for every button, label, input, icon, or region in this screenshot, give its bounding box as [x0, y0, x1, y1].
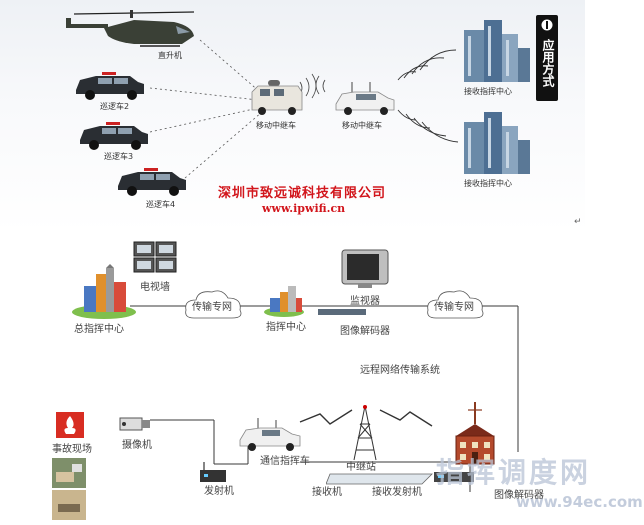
comm-vehicle-icon — [239, 418, 301, 451]
accident-warning-icon — [56, 412, 84, 438]
relay-transmitter-label: 接收发射机 — [372, 487, 422, 498]
image-decoder-icon — [434, 472, 474, 482]
command-center-1-label: 接收指挥中心 — [464, 87, 512, 96]
hq-label: 总指挥中心 — [74, 324, 124, 335]
patrol-car-2-label: 巡逻车2 — [100, 102, 130, 111]
command-center-2-icon — [464, 112, 530, 174]
cloud-2-icon — [427, 290, 484, 319]
relay-van-1-label: 移动中继车 — [256, 121, 296, 130]
monitor-icon — [341, 249, 389, 288]
transmitter-label: 发射机 — [204, 486, 234, 497]
command-center-2-label: 接收指挥中心 — [464, 179, 512, 188]
tv-wall-icon — [133, 241, 177, 273]
cloud-1-label: 传输专网 — [192, 302, 232, 313]
tv-wall-label: 电视墙 — [140, 282, 170, 293]
decoder-device-icon — [318, 309, 366, 315]
relay-van-2-icon — [335, 82, 395, 115]
command-center-label: 指挥中心 — [266, 322, 306, 333]
paragraph-return-mark: ↵ — [574, 217, 582, 227]
receiver-base-icon — [326, 473, 433, 485]
badge-text: 应用方式 — [541, 39, 555, 87]
patrol-car-3-icon — [80, 122, 148, 150]
helicopter-icon — [66, 10, 195, 47]
monitor-label: 监视器 — [350, 296, 380, 307]
patrol-car-2-icon — [76, 72, 144, 100]
helicopter-label: 直升机 — [158, 51, 182, 60]
decoder-label: 图像解码器 — [340, 326, 390, 337]
badge-circle-icon — [541, 19, 553, 31]
patrol-car-3-label: 巡逻车3 — [104, 152, 134, 161]
relay-tower-icon — [353, 405, 377, 461]
image-decoder-label: 图像解码器 — [494, 490, 544, 501]
watermark-url: www.94ec.com — [516, 493, 643, 511]
patrol-car-4-icon — [118, 168, 186, 196]
relay-van-1-icon — [251, 80, 303, 115]
receiver-label: 接收机 — [312, 487, 342, 498]
relay-van-2-label: 移动中继车 — [342, 121, 382, 130]
accident-photo-2 — [52, 490, 86, 520]
comm-vehicle-label: 通信指挥车 — [260, 456, 310, 467]
camera-label: 摄像机 — [122, 440, 152, 451]
command-center-1-icon — [464, 20, 530, 82]
top-connection-lines — [149, 39, 459, 179]
company-name: 深圳市致远诚科技有限公司 — [218, 186, 387, 201]
application-mode-badge: 应用方式 — [536, 15, 558, 101]
transmitter-icon — [200, 462, 226, 482]
patrol-car-4-label: 巡逻车4 — [146, 200, 176, 209]
command-building-icon — [455, 402, 495, 465]
top-scenario-panel: 直升机 巡逻车2 巡逻车3 巡逻车4 移动中继车 移动中继车 — [0, 0, 585, 232]
accident-site-label: 事故现场 — [52, 444, 92, 455]
remote-transmission-system-label: 远程网络传输系统 — [360, 365, 440, 376]
cloud-2-label: 传输专网 — [434, 302, 474, 313]
accident-photo-1 — [52, 458, 86, 488]
watermark-title: 指挥调度网 — [436, 456, 592, 489]
company-website: www.ipwifi.cn — [262, 202, 346, 215]
cloud-1-icon — [185, 290, 242, 319]
relay-station-label: 中继站 — [346, 462, 376, 473]
hq-building-icon — [72, 264, 136, 319]
camera-icon — [119, 417, 150, 431]
command-center-icon — [264, 286, 304, 317]
